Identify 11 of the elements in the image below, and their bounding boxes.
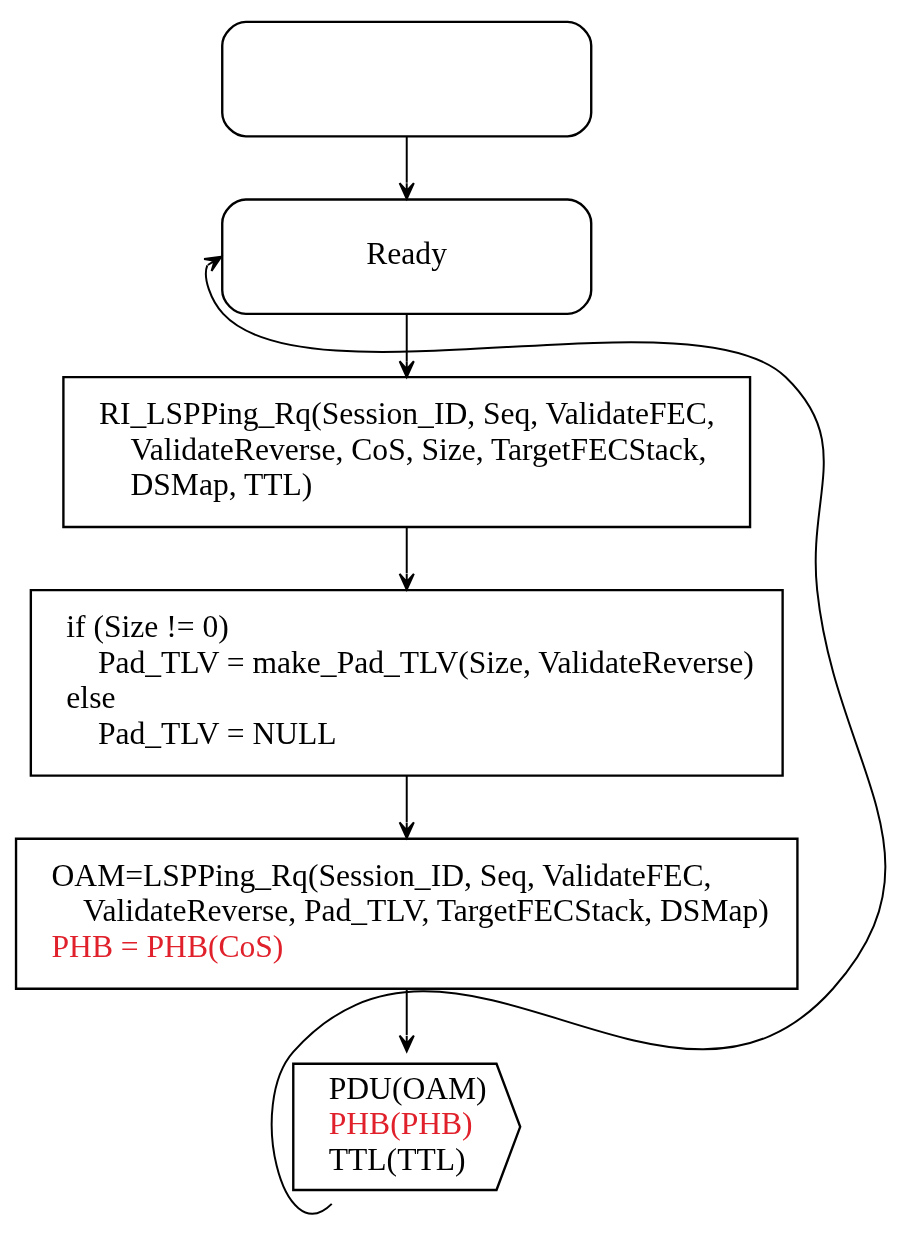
arrow <box>398 526 415 591</box>
arrow <box>398 136 415 200</box>
arrow <box>398 313 415 378</box>
node-box: OAM=LSPPing_Rq(Session_ID, Seq, ValidateFEC, ValidateReverse, Pad_TLV, TargetFECStack, DSMap) PHB = PHB(CoS) <box>14 837 799 990</box>
node-box: Ready <box>221 198 593 316</box>
node-box <box>221 20 593 138</box>
arrow <box>203 255 887 1215</box>
arrow <box>398 987 415 1053</box>
node-box: RI_LSPPing_Rq(Session_ID, Seq, ValidateFEC, ValidateReverse, CoS, Size, TargetFECStack, DSMap, TTL) <box>62 375 752 529</box>
node-box: if (Size != 0) Pad_TLV = make_Pad_TLV(Size, ValidateReverse) else Pad_TLV = NULL <box>29 589 784 777</box>
arrow <box>398 774 415 840</box>
